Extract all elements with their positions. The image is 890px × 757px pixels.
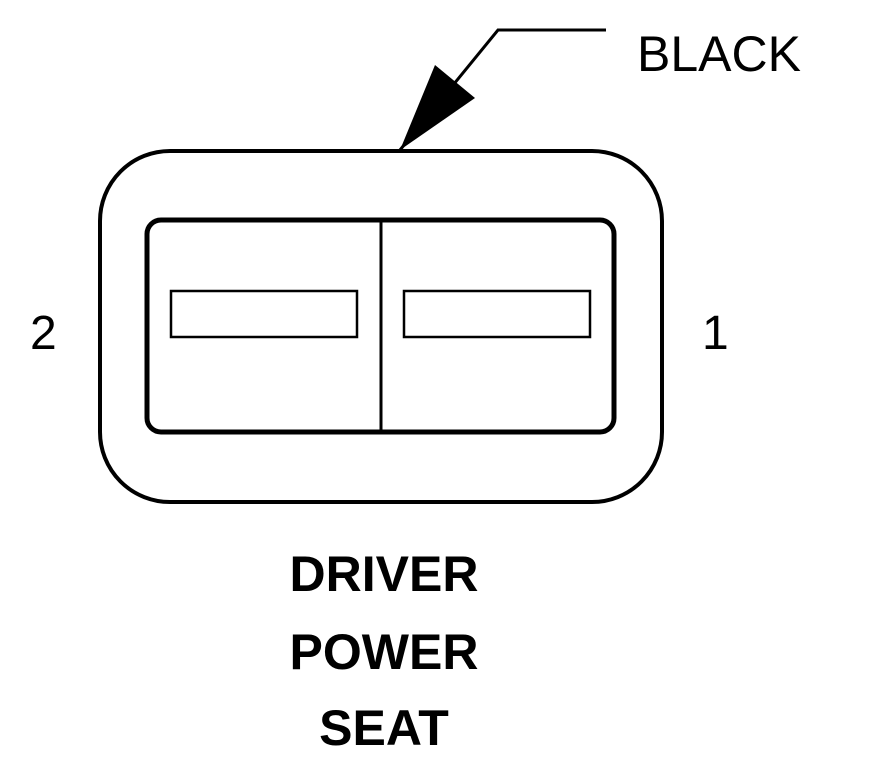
pin-label-1: 1 bbox=[702, 307, 729, 360]
color-label: BLACK bbox=[637, 26, 801, 82]
connector-name-line-1: DRIVER bbox=[290, 546, 479, 602]
pin-label-2: 2 bbox=[30, 307, 57, 360]
connector-name-line-2: POWER bbox=[290, 624, 479, 680]
terminal-slot-pin-2 bbox=[169, 289, 359, 339]
leader-arrowhead bbox=[400, 65, 475, 150]
terminal-slot-pin-1 bbox=[402, 289, 592, 339]
connector-housing bbox=[98, 149, 664, 504]
connector-name-line-3: SEAT bbox=[319, 700, 449, 756]
